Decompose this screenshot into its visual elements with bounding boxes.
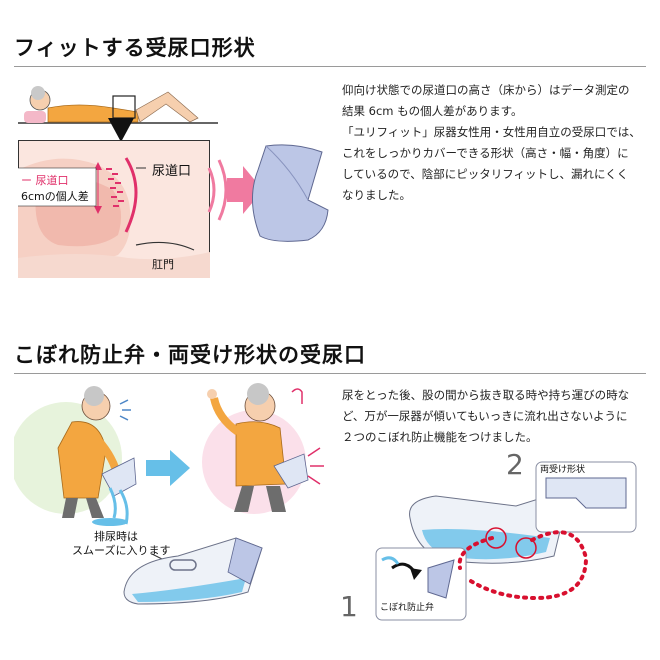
anti-spill-diagram [375,461,637,621]
section2-rule [14,373,646,374]
urethra-cross-section [18,140,210,278]
spilling-person-illustration [14,386,137,526]
urinal-filling-illustration [123,537,263,605]
section2-line: ど、万が一尿器が傾いてもいっきに流れ出さないように [342,409,628,423]
anus-label: 肛門 [152,258,174,271]
section2-line: ２つのこぼれ防止機能をつけました。 [342,430,538,444]
legend-urethra-label: ー 尿道口 [21,174,69,187]
urethra-label: 尿道口 [152,164,192,179]
fit-arrow [207,159,263,221]
section1-line: 結果 6cm もの個人差があります。 [342,104,523,118]
section1-line: しているので、陰部にピッタリフィットし、漏れにくく [342,167,629,181]
caption-line1: 排尿時は [94,530,138,543]
section1-rule [14,66,646,67]
legend-6cm-label: 6cmの個人差 [21,190,89,203]
section1-line: 仰向け状態での尿道口の高さ（床から）はデータ測定の [342,83,630,97]
section1-line: これをしっかりカバーできる形状（高さ・幅・角度）に [342,146,629,160]
number-2-label: 2 [506,448,524,481]
section1-line: 「ユリフィット」尿器女性用・女性用自立の受尿口では、 [342,125,641,139]
zoom-connector [108,118,134,142]
transition-arrow [146,450,190,486]
section2-paragraph: 尿をとった後、股の間から抜き取る時や持ち運びの時な ど、万が一尿器が傾いてもいっ… [342,385,652,448]
number-1-label: 1 [340,590,358,623]
section2-line: 尿をとった後、股の間から抜き取る時や持ち運びの時な [342,388,630,402]
section1-line: なりました。 [342,188,411,202]
section1-title: フィットする受尿口形状 [14,36,256,60]
urinal-receiver-illustration [251,144,329,242]
happy-person-illustration [202,383,324,514]
anti-spill-valve-label: こぼれ防止弁 [380,603,435,613]
caption-line2: スムーズに入ります [72,544,171,557]
section2-title: こぼれ防止弁・両受け形状の受尿口 [14,343,366,367]
double-receiver-label: 両受け形状 [540,465,586,475]
section1-paragraph: 仰向け状態での尿道口の高さ（床から）はデータ測定の 結果 6cm もの個人差があ… [342,80,652,206]
